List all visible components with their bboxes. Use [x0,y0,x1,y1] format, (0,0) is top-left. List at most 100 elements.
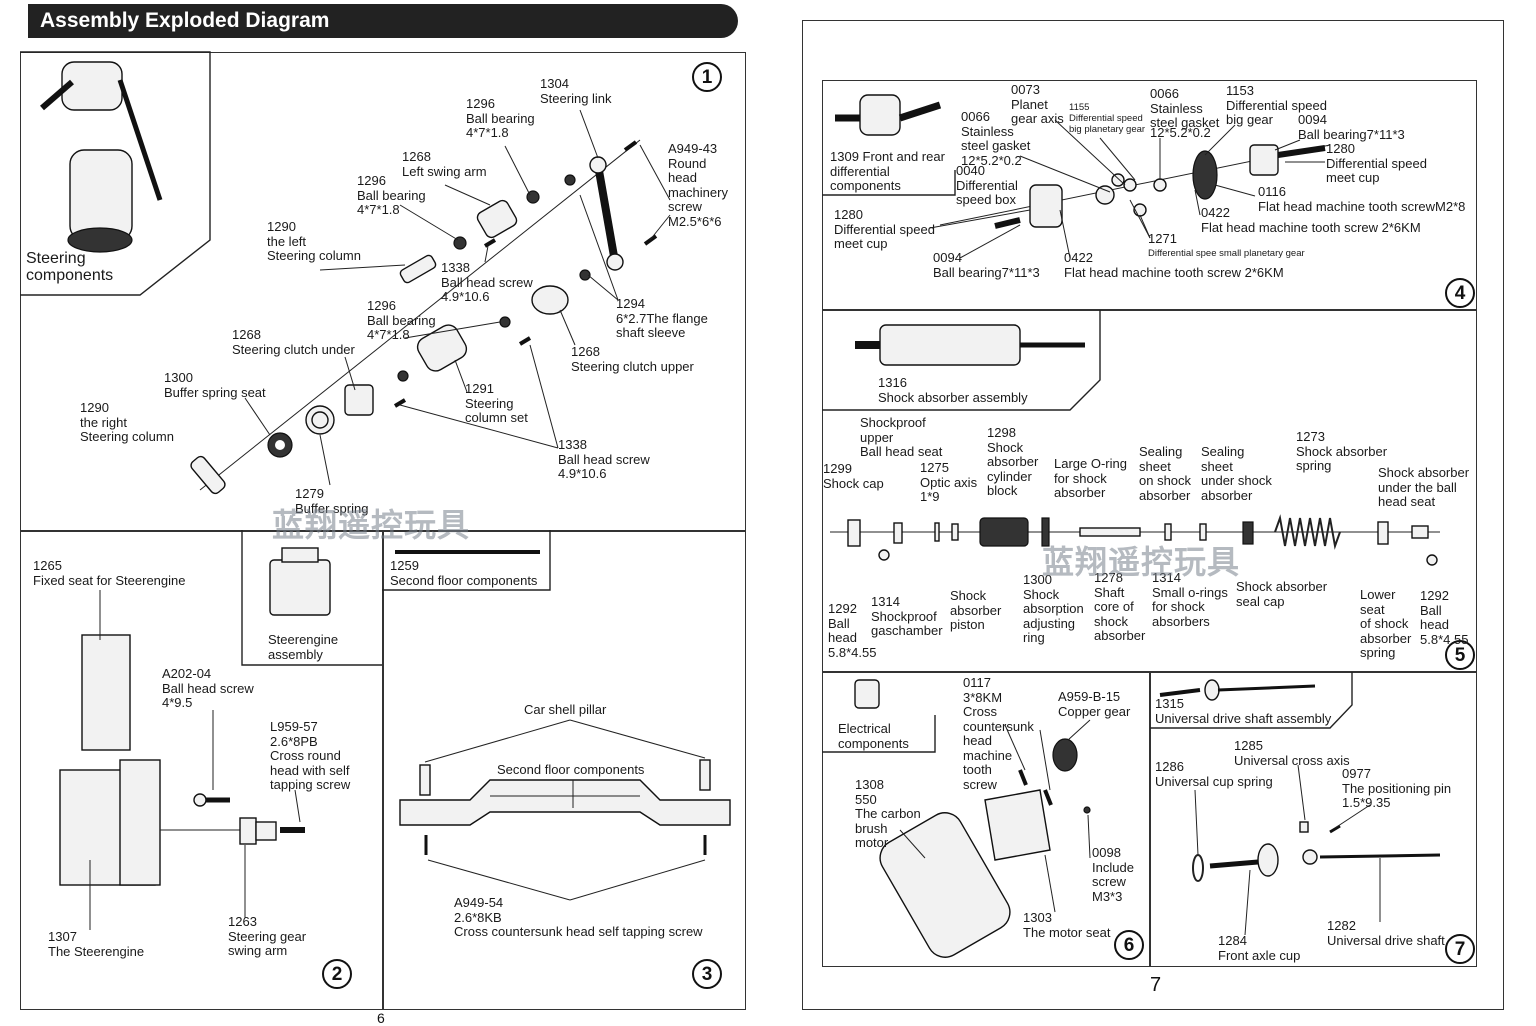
shock-assembly-illustration [855,324,1085,366]
label-1279: 1279 Buffer spring [295,486,369,516]
watermark-left: 蓝翔遥控玩具 [272,506,471,544]
label-1292-a: 1292 Ball head 5.8*4.55 [828,601,877,660]
label-1282: 1282 Universal drive shaft [1327,918,1445,948]
label-piston: Shock absorber piston [950,588,1002,632]
section-6-frame [822,672,1150,967]
label-1299: 1299 Shock cap [823,461,884,491]
label-1298: 1298 Shock absorber cylinder block [987,425,1039,498]
section-number-1: 1 [692,62,722,92]
label-0422-a: 0422 Flat head machine tooth screw 2*6KM [1201,205,1421,235]
label-0066-c: 12*5.2*0.2 [1150,125,1211,140]
motor-parts [854,679,1091,958]
page-number-right: 7 [1150,974,1162,996]
label-1300-b: 1300 Shock absorption adjusting ring [1023,572,1084,645]
label-0116: 0116 Flat head machine tooth screwM2*8 [1258,184,1466,214]
label-1338-a: 1338 Ball head screw 4.9*10.6 [441,260,533,304]
label-1155: 1155 Differential speed big planetary ge… [1069,102,1146,135]
label-1315: 1315 Universal drive shaft assembly [1155,696,1332,726]
label-0040: 0040 Differential speed box [956,163,1018,207]
label-1304: 1304 Steering link [540,76,612,106]
watermark-right: 蓝翔遥控玩具 [1042,543,1241,581]
page-title: Assembly Exploded Diagram [28,4,738,38]
section-number-3: 3 [692,959,722,989]
page-number-left: 6 [377,1010,385,1026]
label-a949-43: A949-43 Round head machinery screw M2.5*… [668,141,728,229]
label-0977: 0977 The positioning pin 1.5*9.35 [1342,766,1452,810]
label-0066-a: 0066 Stainless steel gasket 12*5.2*0.2 [961,109,1031,168]
label-lower-seat: Lower seat of shock absorber spring [1360,587,1412,660]
divider-vertical-left [382,530,384,1010]
label-1291: 1291 Steering column set [465,381,528,425]
label-1268-a: 1268 Left swing arm [402,149,487,179]
label-1271-desc: Differential spee small planetary gear [1148,248,1305,259]
section-number-4: 4 [1445,278,1475,308]
label-large-o-ring: Large O-ring for shock absorber [1054,456,1127,500]
shock-parts [830,514,1440,566]
label-1280-a: 1280 Differential speed meet cup [1326,141,1427,185]
steerengine-parts [59,547,540,886]
label-second-floor-components: Second floor components [497,762,645,777]
drive-shaft-parts [1159,679,1441,882]
label-1303: 1303 The motor seat [1023,910,1111,940]
label-1307: 1307 The Steerengine [48,929,145,959]
right-page-frame [802,20,1504,1010]
label-1308: 1308 550 The carbon brush motor [855,777,921,850]
label-1273: 1273 Shock absorber spring [1296,429,1388,473]
label-sealing-sheet-on: Sealing sheet on shock absorber [1139,444,1192,503]
section-number-7: 7 [1445,934,1475,964]
label-car-shell-pillar: Car shell pillar [524,702,607,717]
label-1309: 1309 Front and rear differential compone… [830,149,945,193]
section-number-6: 6 [1114,930,1144,960]
steering-parts [190,139,658,495]
label-1300: 1300 Buffer spring seat [164,370,266,400]
label-1296-c: 1296 Ball bearing 4*7*1.8 [367,298,436,342]
label-1290-b: 1290 the right Steering column [80,400,174,444]
section-number-2: 2 [322,959,352,989]
label-electrical-components: Electrical components [838,721,909,751]
label-1280-b: 1280 Differential speed meet cup [834,207,935,251]
label-0094-b: 0094 Ball bearing7*11*3 [933,250,1040,280]
label-1271: 1271 [1148,231,1177,246]
label-0422-b: 0422 Flat head machine tooth screw 2*6KM [1064,250,1284,280]
label-1259: 1259 Second floor components [390,558,538,588]
label-0094-a: 0094 Ball bearing7*11*3 [1298,112,1405,142]
label-shockproof-upper: Shockproof upper Ball head seat [860,415,943,459]
label-seal-cap: Shock absorber seal cap [1236,579,1328,609]
label-1296-a: 1296 Ball bearing 4*7*1.8 [466,96,535,140]
label-1296-b: 1296 Ball bearing 4*7*1.8 [357,173,426,217]
label-a202-04: A202-04 Ball head screw 4*9.5 [162,666,254,710]
label-sealing-sheet-under: Sealing sheet under shock absorber [1201,444,1272,503]
label-0066-b: 0066 Stainless steel gasket [1150,86,1220,130]
label-l959-57: L959-57 2.6*8PB Cross round head with se… [270,719,351,792]
label-0117: 0117 3*8KM Cross countersunk head machin… [963,675,1034,792]
label-steerengine-assembly: Steerengine assembly [268,632,339,662]
steering-components-illustration [40,61,163,253]
section-5-frame [822,310,1477,672]
label-1290-a: 1290 the left Steering column [267,219,361,263]
label-1294: 1294 6*2.7The flange shaft sleeve [616,296,708,340]
steering-components-label: Steering components [26,250,114,284]
label-1284: 1284 Front axle cup [1218,933,1301,963]
label-1275: 1275 Optic axis 1*9 [920,460,978,504]
label-1268-b: 1268 Steering clutch under [232,327,355,357]
label-1286: 1286 Universal cup spring [1155,759,1273,789]
label-1316: 1316 Shock absorber assembly [878,375,1028,405]
label-1314-b: 1314 Small o-rings for shock absorbers [1152,570,1228,629]
label-a949-54: A949-54 2.6*8KB Cross countersunk head s… [454,895,703,939]
label-ball-head-seat: Shock absorber under the ball head seat [1378,465,1470,509]
label-1285: 1285 Universal cross axis [1234,738,1350,768]
label-1153: 1153 Differential speed big gear [1226,83,1327,127]
label-1265: 1265 Fixed seat for Steerengine [33,558,186,588]
label-0098: 0098 Include screw M3*3 [1092,845,1134,904]
label-1278: 1278 Shaft core of shock absorber [1094,570,1146,643]
second-floor-illustration [399,759,731,855]
label-1314-a: 1314 Shockproof gaschamber [871,594,943,638]
label-1268-c: 1268 Steering clutch upper [571,344,694,374]
label-a959-b-15: A959-B-15 Copper gear [1058,689,1131,719]
section-number-5: 5 [1445,640,1475,670]
section-7-frame [1150,672,1477,967]
label-1338-b: 1338 Ball head screw 4.9*10.6 [558,437,650,481]
label-1292-b: 1292 Ball head 5.8*4.55 [1420,588,1469,647]
label-0073: 0073 Planet gear axis [1011,82,1064,126]
